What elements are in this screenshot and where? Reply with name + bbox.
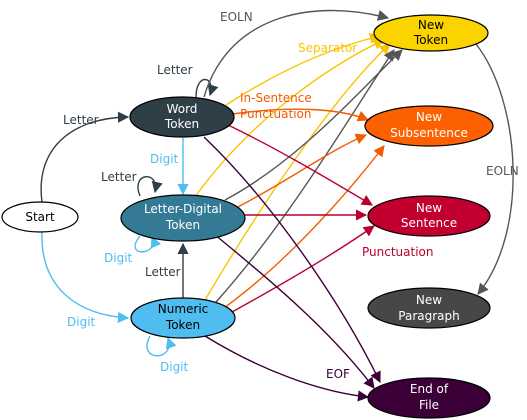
node-new-sentence: New Sentence bbox=[367, 195, 491, 237]
edge-ld-newtoken-sep bbox=[194, 39, 386, 198]
label-separator: Separator bbox=[298, 41, 357, 55]
node-start: Start bbox=[1, 201, 79, 233]
edge-word-eof bbox=[203, 136, 381, 384]
edge-word-loop bbox=[195, 78, 219, 98]
edge-num-newtoken-sep bbox=[204, 43, 391, 301]
edge-num-newsub bbox=[223, 145, 385, 309]
label-eof: EOF bbox=[326, 367, 350, 381]
node-newtoken-label-2: Token bbox=[413, 33, 448, 47]
node-num-label-2: Token bbox=[165, 318, 200, 332]
label-digit-num-loop: Digit bbox=[160, 360, 189, 374]
label-eoln-right: EOLN bbox=[486, 164, 519, 178]
node-word-token: Word Token bbox=[129, 96, 235, 138]
edge-num-eof bbox=[204, 335, 370, 402]
node-newpara-label-1: New bbox=[416, 293, 442, 307]
label-letter-word-loop: Letter bbox=[157, 63, 193, 77]
node-num-label-1: Numeric bbox=[158, 302, 209, 316]
label-eoln-top: EOLN bbox=[220, 10, 253, 24]
edge-word-newtoken-eoln bbox=[203, 9, 390, 98]
label-digit-word-ld: Digit bbox=[150, 152, 179, 166]
node-ld-label-2: Token bbox=[165, 218, 200, 232]
node-eof-label-1: End of bbox=[410, 382, 449, 396]
edge-newtoken-newpara bbox=[475, 43, 514, 295]
node-ld-label-1: Letter-Digital bbox=[144, 202, 222, 216]
node-letterdigital-token: Letter-Digital Token bbox=[120, 194, 246, 242]
node-numeric-token: Numeric Token bbox=[130, 297, 236, 339]
edge-num-newtoken-eoln bbox=[215, 49, 395, 303]
node-newtoken-label-1: New bbox=[418, 18, 444, 32]
node-new-paragraph: New Paragraph bbox=[367, 287, 491, 329]
node-new-token: New Token bbox=[373, 14, 489, 52]
edge-ld-newtoken-eoln bbox=[224, 49, 403, 201]
edge-ld-eof bbox=[213, 233, 375, 389]
edge-ld-loop-letter bbox=[137, 176, 163, 197]
label-letter-num-ld: Letter bbox=[145, 265, 181, 279]
node-newsent-label-2: Sentence bbox=[401, 216, 457, 230]
node-newpara-label-2: Paragraph bbox=[398, 309, 459, 323]
edge-word-newtoken-sep bbox=[225, 32, 382, 106]
label-letter-start: Letter bbox=[63, 113, 99, 127]
edge-numeric-loop bbox=[146, 335, 177, 357]
edge-start-numeric bbox=[41, 231, 130, 323]
label-punctuation: Punctuation bbox=[362, 245, 433, 259]
node-eof-label-2: File bbox=[419, 398, 439, 412]
node-newsent-label-1: New bbox=[416, 201, 442, 215]
node-word-label-1: Word bbox=[167, 102, 198, 116]
label-digit-ld-loop: Digit bbox=[104, 251, 133, 265]
label-in-sentence-2: Punctuation bbox=[240, 107, 311, 121]
edge-start-word bbox=[40, 111, 130, 203]
edge-word-newsent bbox=[225, 123, 373, 206]
node-new-subsentence: New Subsentence bbox=[364, 105, 494, 147]
edge-word-newsub bbox=[231, 108, 370, 122]
node-word-label-2: Token bbox=[164, 117, 199, 131]
label-in-sentence-1: In-Sentence bbox=[240, 91, 312, 105]
label-digit-start: Digit bbox=[67, 315, 96, 329]
label-letter-ld-loop: Letter bbox=[101, 170, 137, 184]
node-end-of-file: End of File bbox=[367, 377, 491, 419]
edge-ld-newsub bbox=[235, 133, 368, 209]
node-newsub-label-2: Subsentence bbox=[390, 126, 468, 140]
node-newsub-label-1: New bbox=[416, 110, 442, 124]
node-start-label: Start bbox=[25, 210, 55, 224]
edge-ld-loop-digit bbox=[134, 235, 162, 253]
